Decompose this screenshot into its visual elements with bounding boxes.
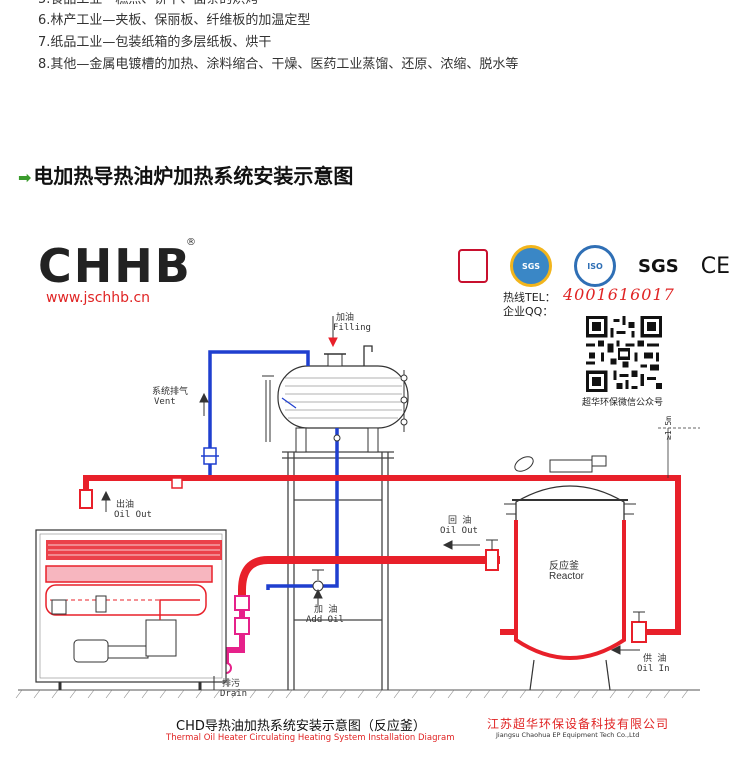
blue-pipes (208, 350, 339, 590)
company-name-cn: 江苏超华环保设备科技有限公司 (487, 717, 670, 731)
expansion-tank (262, 345, 409, 453)
logo-wordmark: CHHB (38, 239, 192, 293)
website-link[interactable]: www.jschhb.cn (46, 290, 151, 306)
sgs-badge-icon: SGS (510, 245, 552, 287)
oil-out-label-en: Oil Out (114, 510, 152, 520)
diagram-caption-en: Thermal Oil Heater Circulating Heating S… (166, 733, 455, 743)
reactor-label-cn: 反应釜 (549, 561, 579, 572)
intro-list: 5.食品工业—糕点、饼干、面条的烘烤 6.林产工业—夹板、保丽板、纤维板的加温定… (38, 0, 738, 76)
section-title: ➡电加热导热油炉加热系统安装示意图 (18, 160, 353, 189)
oil-heater-unit (35, 529, 227, 690)
intro-line: 7.纸品工业—包装纸箱的多层纸板、烘干 (38, 35, 272, 50)
filling-label-cn: 加油 (336, 313, 355, 323)
hotline-number[interactable]: 4001616017 (563, 285, 675, 304)
qr-code (586, 316, 662, 392)
sgs-logo: SGS (638, 255, 679, 277)
intro-line: 8.其他—金属电镀槽的加热、涂料缩合、干燥、医药工业蒸馏、还原、浓缩、脱水等 (38, 57, 519, 72)
diagram-caption-cn: CHD导热油加热系统安装示意图（反应釜） (176, 719, 426, 734)
red-valves (79, 477, 647, 643)
company-logo: CHHB ® (38, 237, 196, 293)
vent-label-cn: 系统排气 (152, 387, 189, 397)
return-label-en: Oil Out (440, 526, 478, 536)
vent-label-en: Vent (154, 397, 176, 407)
ce-mark: CE (700, 253, 730, 279)
blue-valves (201, 434, 341, 592)
filling-label-en: Filling (333, 323, 371, 333)
drain-label-en: Drain (220, 689, 248, 699)
supply-label-en: Oil In (637, 664, 670, 674)
certification-badges: SGS ISO SGS CE (458, 245, 730, 287)
oil-out-label-cn: 出油 (116, 500, 135, 510)
drain-label-cn: 排污 (222, 679, 241, 689)
arrow-right-icon: ➡ (18, 168, 32, 187)
section-title-text: 电加热导热油炉加热系统安装示意图 (33, 164, 354, 188)
height-label: ≥1.5m (664, 415, 673, 440)
ground-hatch (15, 689, 689, 699)
add-oil-label-en: Add Oil (306, 615, 344, 625)
supply-label-cn: 供 油 (643, 654, 667, 664)
hotline-label: 热线TEL： (503, 291, 556, 304)
intro-line: 5.食品工业—糕点、饼干、面条的烘烤 (38, 0, 738, 10)
intro-line: 6.林产工业—夹板、保丽板、纤维板的加温定型 (38, 13, 311, 28)
company-name-en: Jiangsu Chaohua EP Equipment Tech Co.,Lt… (496, 731, 640, 739)
registered-mark: ® (186, 237, 196, 248)
height-dimension (658, 427, 700, 478)
red-thick-pipes (238, 556, 500, 610)
reactor-vessel (504, 455, 636, 691)
reactor-label-en: Reactor (549, 571, 585, 582)
return-label-cn: 回 油 (448, 516, 472, 526)
flow-arrows (101, 316, 640, 690)
qq-label: 企业QQ： (503, 305, 554, 318)
wechat-caption: 超华环保微信公众号 (582, 398, 664, 408)
iso-badge-icon: ISO (574, 245, 616, 287)
cert-badge-icon (458, 249, 488, 283)
add-oil-label-cn: 加 油 (314, 605, 338, 615)
